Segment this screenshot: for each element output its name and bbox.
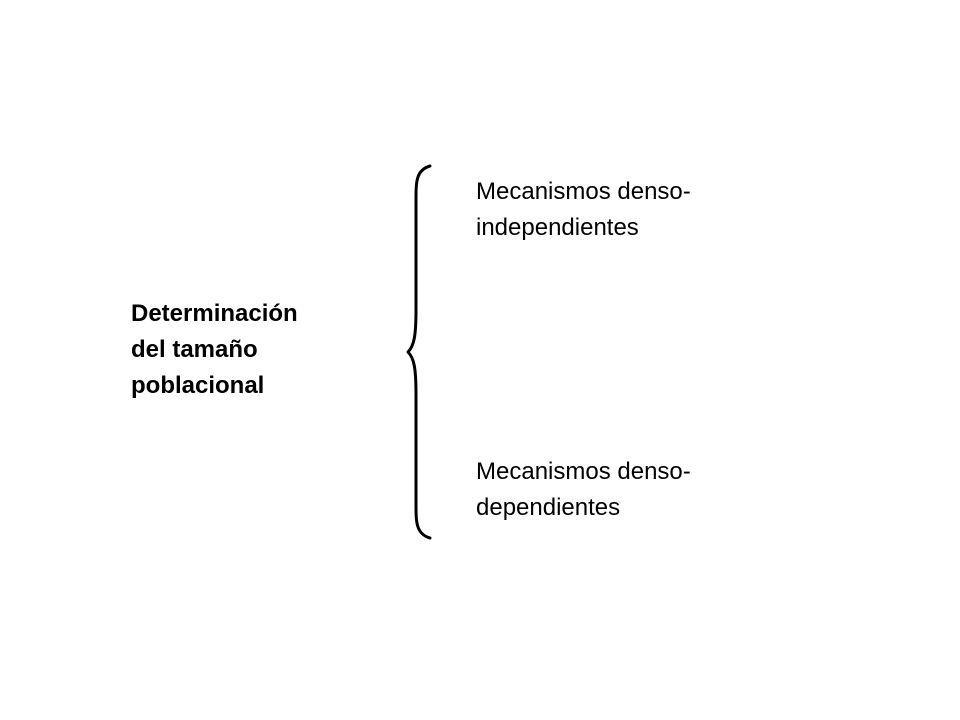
root-concept-line-2: del tamaño xyxy=(131,336,258,363)
root-concept-label: Determinación del tamaño poblacional xyxy=(131,296,391,404)
root-concept-line-3: poblacional xyxy=(131,372,265,399)
branch-density-independent: Mecanismos denso- independientes xyxy=(476,174,796,246)
branch-top-line-2: independientes xyxy=(476,214,639,241)
root-concept-line-1: Determinación xyxy=(131,300,298,327)
branch-bottom-line-1: Mecanismos denso- xyxy=(476,458,691,485)
branch-bottom-line-2: dependientes xyxy=(476,494,621,521)
branch-top-line-1: Mecanismos denso- xyxy=(476,178,691,205)
curly-brace-connector xyxy=(406,164,432,540)
curly-brace-path xyxy=(406,164,432,540)
branch-density-dependent: Mecanismos denso- dependientes xyxy=(476,454,796,526)
